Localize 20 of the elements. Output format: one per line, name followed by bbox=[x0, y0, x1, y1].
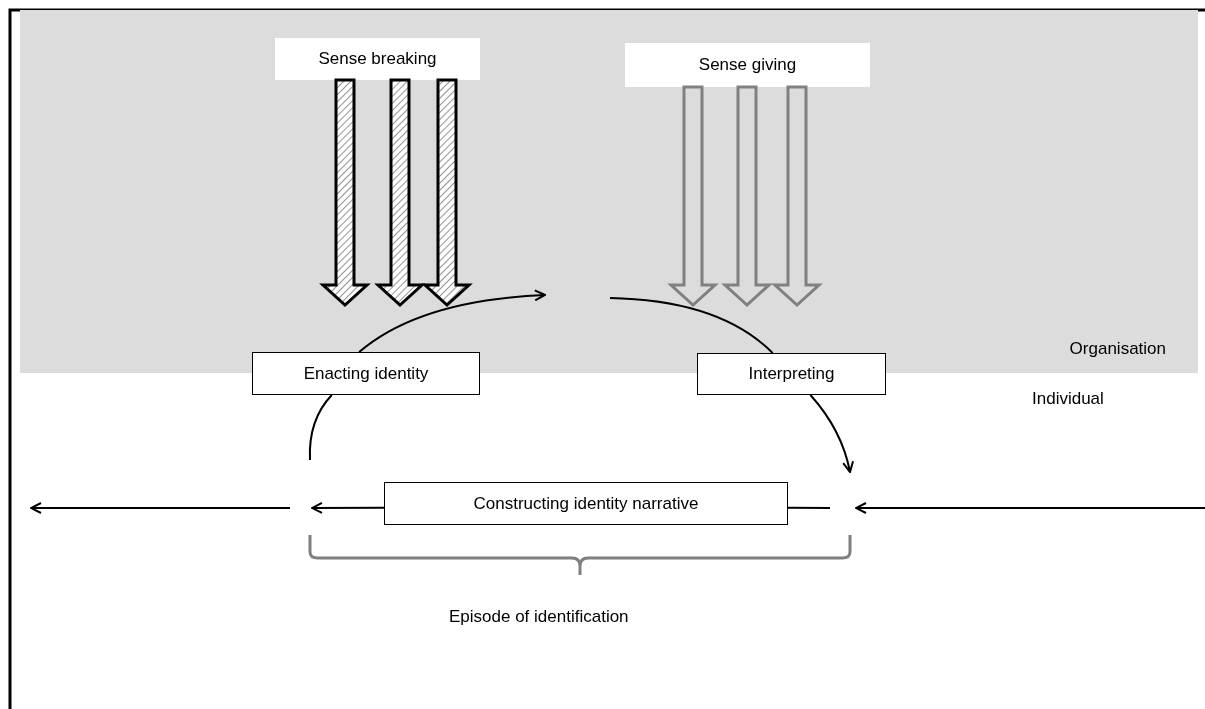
connector-line bbox=[308, 394, 333, 461]
block-arrow bbox=[721, 85, 773, 308]
process-box: Constructing identity narrative bbox=[384, 482, 788, 525]
arrow bbox=[358, 289, 546, 353]
connector-line bbox=[787, 506, 831, 509]
block-arrow bbox=[319, 78, 371, 308]
process-box: Interpreting bbox=[697, 353, 886, 395]
block-arrow bbox=[771, 85, 823, 308]
process-box: Enacting identity bbox=[252, 352, 480, 395]
text-label: Episode of identification bbox=[449, 607, 629, 627]
heading-box: Sense giving bbox=[625, 43, 870, 87]
block-arrow bbox=[421, 78, 473, 308]
block-arrow bbox=[667, 85, 719, 308]
block-arrow bbox=[374, 78, 426, 308]
arrow bbox=[809, 394, 854, 473]
connector-line bbox=[609, 297, 774, 354]
arrow bbox=[311, 501, 385, 514]
text-label: Individual bbox=[1032, 389, 1104, 409]
band-label: Organisation bbox=[1069, 339, 1166, 359]
heading-box: Sense breaking bbox=[275, 38, 480, 80]
